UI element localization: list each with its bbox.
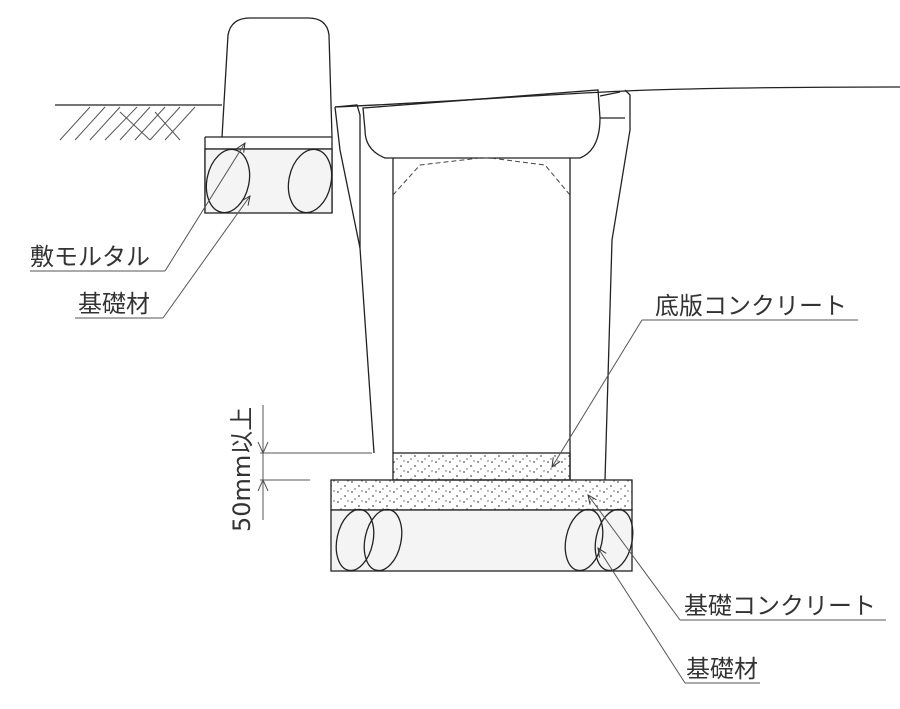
bottom-slab-concrete	[392, 452, 571, 481]
slab-concrete-label: 底版コンクリート	[655, 292, 847, 320]
u-channel	[334, 89, 631, 481]
left-gravel-base	[204, 148, 333, 214]
foundation-gravel	[330, 508, 634, 572]
base-material-left-label: 基礎材	[78, 290, 150, 318]
ground-hatching	[59, 106, 196, 141]
ground-surface	[55, 86, 900, 108]
dimension-50mm: 50mm以上	[228, 405, 372, 532]
foundation-concrete-label: 基礎コンクリート	[684, 592, 876, 620]
foundation-concrete	[330, 479, 633, 511]
leader-lines	[30, 143, 886, 684]
mortar-label: 敷モルタル	[30, 243, 150, 271]
labels: 敷モルタル 基礎材 底版コンクリート 基礎コンクリート 基礎材	[30, 243, 876, 683]
dimension-label: 50mm以上	[228, 407, 256, 532]
base-material-right-label: 基礎材	[686, 655, 758, 683]
